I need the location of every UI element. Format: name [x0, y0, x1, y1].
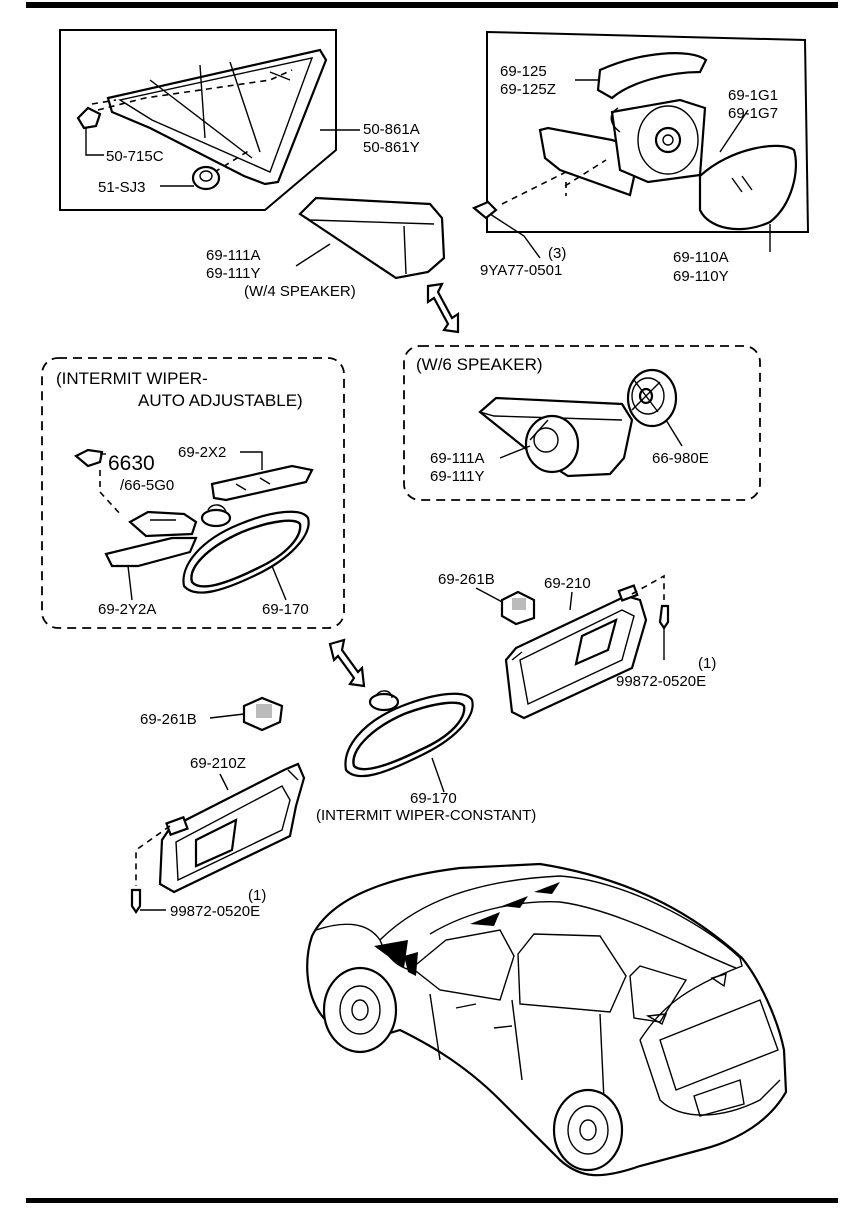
hand-pointer-icon	[74, 448, 106, 468]
sun-visor-69-210z	[158, 762, 306, 894]
intermit-auto-box	[41, 357, 345, 629]
label-50-861a: 50-861A	[363, 121, 420, 138]
visor-holder-left	[242, 696, 284, 732]
label-69-210z: 69-210Z	[190, 755, 246, 772]
intermit-auto-title-2: AUTO ADJUSTABLE)	[138, 391, 303, 410]
quarter-window-group	[59, 29, 360, 211]
screw-99872-left	[130, 888, 142, 914]
visor-holder-right	[500, 590, 536, 626]
bottom-rule	[26, 1198, 838, 1203]
label-69-170-auto: 69-170	[262, 601, 309, 618]
label-69-110y: 69-110Y	[673, 268, 729, 285]
top-rule	[26, 2, 838, 8]
mirror-cap-69-125	[596, 52, 708, 100]
label-99872-0520e-right: 99872-0520E	[616, 673, 706, 690]
label-69-111a-w4: 69-111A	[206, 247, 261, 264]
speaker-66-980e	[626, 368, 678, 428]
label-qty-1-right: (1)	[698, 655, 716, 672]
label-intermit-const: (INTERMIT WIPER-CONSTANT)	[316, 807, 536, 824]
mirror-mount	[200, 508, 232, 528]
cover-69-2x2	[210, 464, 314, 502]
label-69-110a: 69-110A	[673, 249, 729, 266]
w6-speaker-title: (W/6 SPEAKER)	[416, 355, 543, 374]
label-99872-0520e-left: 99872-0520E	[170, 903, 260, 920]
rearview-mirror-auto	[182, 510, 310, 594]
quarter-window-box	[59, 29, 337, 211]
label-66-980e: 66-980E	[652, 450, 709, 467]
label-66-5g0: /66-5G0	[120, 477, 174, 494]
door-trim-w4-speaker	[295, 196, 446, 280]
w6-speaker-box	[403, 345, 761, 501]
clip-50-715c	[76, 106, 102, 130]
label-69-125: 69-125	[500, 63, 547, 80]
ring-51-sj3	[191, 165, 221, 191]
label-50-715c: 50-715C	[106, 148, 164, 165]
rearview-mirror-constant	[344, 690, 474, 778]
double-arrow-icon	[328, 638, 366, 688]
label-69-125z: 69-125Z	[500, 81, 556, 98]
quarter-window-part	[91, 48, 328, 186]
label-w4-speaker: (W/4 SPEAKER)	[244, 283, 356, 300]
label-qty-1-left: (1)	[248, 887, 266, 904]
label-69-111a-w6: 69-111A	[430, 450, 485, 467]
label-69-1g1: 69-1G1	[728, 87, 778, 104]
door-mirror-box	[486, 30, 810, 233]
label-50-861y: 50-861Y	[363, 139, 420, 156]
label-69-2y2a: 69-2Y2A	[98, 601, 156, 618]
label-69-170-const: 69-170	[410, 790, 457, 807]
door-mirror-group	[471, 30, 810, 259]
label-69-210: 69-210	[544, 575, 591, 592]
label-6630: 6630	[108, 452, 155, 475]
double-arrow-icon	[426, 282, 460, 334]
label-69-111y-w6: 69-111Y	[430, 468, 485, 485]
label-51-sj3: 51-SJ3	[98, 179, 146, 196]
screw-99872-right	[658, 604, 670, 630]
vehicle-illustration	[306, 862, 788, 1177]
label-9ya77-0501: 9YA77-0501	[480, 262, 562, 279]
mirror-glass-69-1g1	[698, 144, 798, 231]
label-qty-3: (3)	[548, 245, 566, 262]
sun-visor-69-210	[504, 584, 648, 720]
label-69-1g7: 69-1G7	[728, 105, 778, 122]
label-69-261b-left: 69-261B	[140, 711, 197, 728]
cover-69-2y2a	[104, 536, 198, 568]
label-69-261b-right: 69-261B	[438, 571, 495, 588]
intermit-auto-title-1: (INTERMIT WIPER-	[56, 369, 208, 388]
door-trim-w6-speaker	[478, 396, 634, 478]
rain-sensor-unit	[128, 510, 198, 538]
label-69-111y-w4: 69-111Y	[206, 265, 261, 282]
label-69-2x2: 69-2X2	[178, 444, 226, 461]
